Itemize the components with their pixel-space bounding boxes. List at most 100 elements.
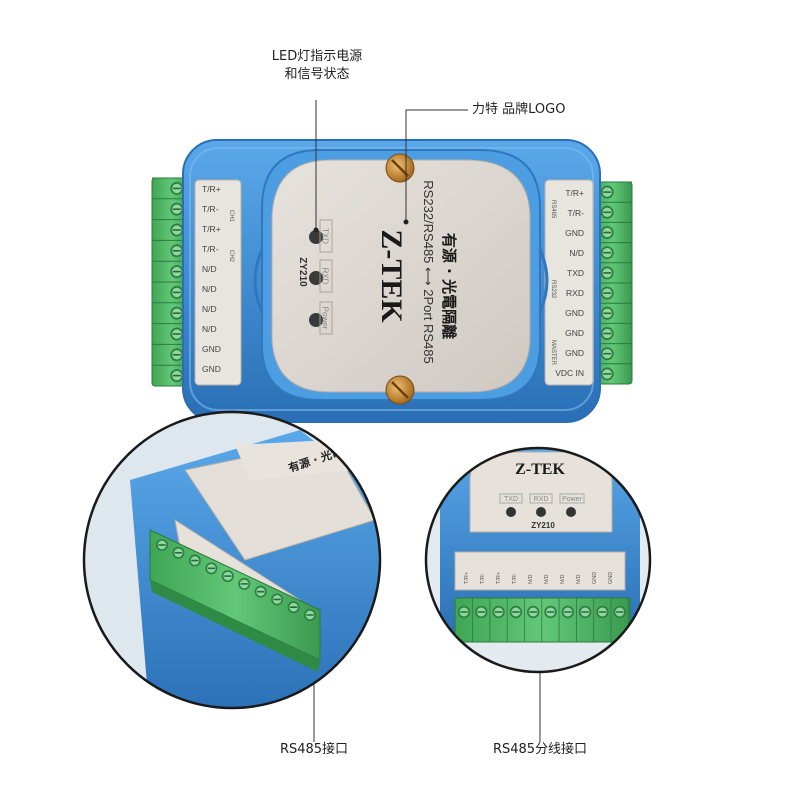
terminal-screw — [170, 285, 184, 299]
inset-terminal-label: GND — [608, 572, 614, 584]
terminal-label: T/R+ — [202, 224, 221, 234]
terminal-label: N/D — [569, 248, 584, 258]
right-detail-inset: Z-TEK TXD RXD Power ZY210 T/R+ T/R- T/R+ T/… — [424, 446, 652, 674]
product-title: 有源 · 光電隔離 — [440, 233, 458, 339]
terminal-label: VDC IN — [555, 368, 584, 378]
terminal-group-label: CH1 — [228, 210, 234, 223]
inset-terminal-screw — [205, 562, 218, 575]
device-housing — [182, 139, 601, 423]
terminal-label: N/D — [202, 324, 217, 334]
led-callout-line2: 和信号状态 — [284, 67, 350, 82]
logo-callout-line — [405, 109, 468, 222]
inset-terminal-label: GND — [592, 572, 598, 584]
terminal-screw — [170, 306, 184, 320]
terminal-screw — [170, 265, 184, 279]
terminal-screw — [600, 246, 614, 260]
terminal-label: GND — [565, 228, 584, 238]
inset-terminal-screw — [271, 593, 284, 606]
terminal-screw — [170, 244, 184, 258]
terminal-screw — [600, 266, 614, 280]
inset-terminal-screw — [578, 605, 592, 619]
svg-text:ZY210: ZY210 — [531, 521, 555, 530]
inset-terminal-label: T/R+ — [496, 572, 502, 584]
terminal-screw — [600, 205, 614, 219]
inset-terminal-screw — [156, 539, 168, 551]
terminal-label: T/R- — [202, 204, 219, 214]
inset-terminal-screw — [492, 605, 505, 619]
inset-terminal-label: N/D — [528, 575, 534, 585]
terminal-screw — [600, 185, 614, 199]
terminal-screw — [600, 347, 614, 361]
terminal-group-label: RS232 — [550, 280, 556, 299]
inset-terminal-label: T/R- — [480, 573, 486, 584]
terminal-label: RXD — [566, 288, 584, 298]
led-label: RXD — [321, 268, 330, 285]
led-label: Power — [321, 307, 330, 330]
product-subtitle: RS232/RS485 ⟷ 2Port RS485 — [421, 180, 436, 363]
terminal-label: T/R+ — [565, 188, 584, 198]
terminal-screw — [170, 369, 184, 383]
led-label: TXD — [321, 228, 330, 244]
inset-terminal-label: N/D — [560, 575, 566, 585]
terminal-screw — [170, 223, 184, 237]
terminal-label: N/D — [202, 264, 217, 274]
inset-terminal-screw — [527, 605, 540, 619]
model-number: ZY210 — [297, 257, 308, 287]
inset-terminal-screw — [304, 609, 316, 621]
inset-terminal-screw — [596, 605, 609, 619]
rs485-split-port-callout: RS485分线接口 — [492, 742, 588, 757]
terminal-label: GND — [565, 328, 584, 338]
terminal-screw — [170, 202, 184, 216]
left-detail-inset: 有源 · 光電隔離 — [82, 410, 382, 710]
terminal-group-label: RS485 — [550, 200, 556, 219]
logo-callout: 力特 品牌LOGO — [472, 102, 566, 117]
inset-terminal-screw — [254, 585, 267, 598]
terminal-label: N/D — [202, 304, 217, 314]
inset-terminal-screw — [544, 605, 557, 619]
inset-terminal-screw — [457, 605, 471, 619]
inset-terminal-label: N/D — [544, 575, 550, 585]
terminal-screw — [600, 226, 614, 239]
inset-terminal-screw — [613, 605, 626, 619]
right-label-panel — [544, 179, 594, 386]
inset-terminal-screw — [188, 554, 201, 567]
inset-terminal-label: T/R+ — [464, 572, 470, 584]
inset-terminal-screw — [172, 546, 185, 559]
led-labels: TXD RXD Power — [319, 219, 333, 335]
rs485-port-callout: RS485接口 — [279, 742, 349, 757]
bottom-screw — [385, 375, 415, 405]
inset-terminal-label: N/D — [576, 575, 582, 585]
center-label-panel — [271, 159, 531, 393]
terminal-group-label: CH2 — [228, 250, 234, 263]
inset-terminal-screw — [221, 570, 234, 583]
terminal-screw — [600, 367, 614, 381]
svg-text:RXD: RXD — [534, 496, 549, 503]
terminal-label: N/D — [202, 284, 217, 294]
terminal-label: GND — [565, 308, 584, 318]
svg-text:TXD: TXD — [504, 496, 518, 503]
left-label-panel — [194, 179, 242, 386]
terminal-screw — [600, 286, 614, 300]
inset-brand-logo: Z-TEK — [515, 461, 565, 478]
terminal-block-right — [591, 181, 633, 385]
terminal-label: GND — [202, 344, 221, 354]
svg-text:Power: Power — [562, 496, 583, 503]
terminal-screw — [600, 306, 614, 320]
terminal-screw — [170, 327, 184, 341]
terminal-label: T/R- — [202, 244, 219, 254]
terminal-group-label: MASTER — [550, 340, 556, 366]
inset-terminal-screw — [287, 601, 300, 614]
inset-terminal-screw — [509, 605, 523, 619]
inset-terminal-screw — [238, 577, 251, 590]
terminal-screw — [170, 348, 184, 362]
inset-terminal-label: T/R- — [512, 573, 518, 584]
top-screw — [385, 153, 415, 183]
terminal-screw — [170, 181, 184, 195]
inset-terminal-screw — [475, 605, 488, 619]
terminal-label: GND — [202, 364, 221, 374]
inset-terminal-screw — [561, 605, 574, 619]
